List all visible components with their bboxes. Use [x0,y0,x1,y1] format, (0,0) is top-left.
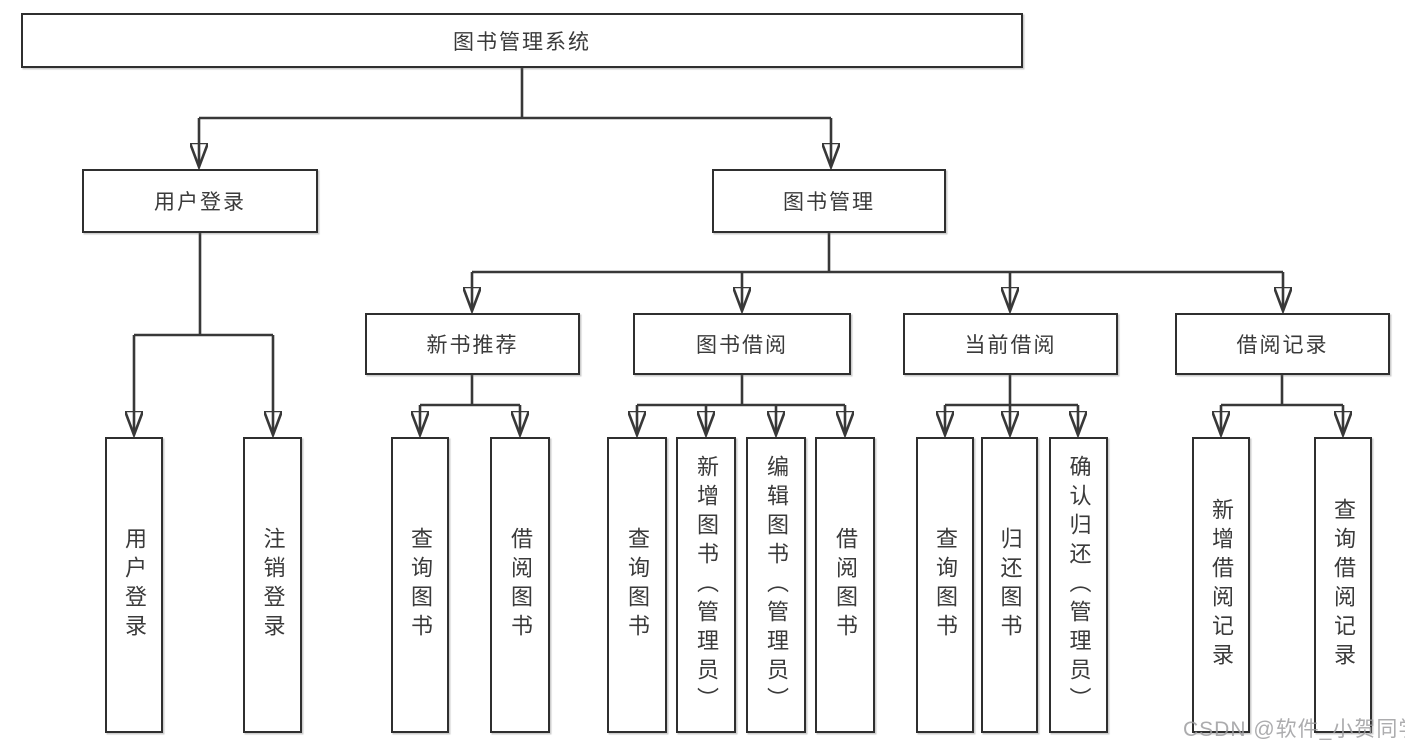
leaf-records-add-record: 新增借阅记录 [1192,437,1250,733]
leaf-borrow-query-books: 查询图书 [607,437,667,733]
node-user-login: 用户登录 [82,169,318,233]
node-library-management-system: 图书管理系统 [21,13,1023,68]
node-new-book-recommend: 新书推荐 [365,313,580,375]
leaf-current-query-books: 查询图书 [916,437,974,733]
node-book-management: 图书管理 [712,169,946,233]
node-borrow-records: 借阅记录 [1175,313,1390,375]
node-current-borrow: 当前借阅 [903,313,1118,375]
leaf-user-login: 用户登录 [105,437,163,733]
leaf-borrow-borrow-books: 借阅图书 [815,437,875,733]
leaf-logout: 注销登录 [243,437,302,733]
leaf-borrow-add-books-admin: 新增图书（管理员） [676,437,736,733]
node-book-borrow: 图书借阅 [633,313,851,375]
leaf-borrow-edit-books-admin: 编辑图书（管理员） [746,437,806,733]
leaf-current-confirm-return-admin: 确认归还（管理员） [1049,437,1108,733]
leaf-recommend-query-books: 查询图书 [391,437,449,733]
leaf-recommend-borrow-books: 借阅图书 [490,437,550,733]
watermark: CSDN @软件_小贺同学 [1183,718,1405,741]
leaf-current-return-books: 归还图书 [981,437,1038,733]
leaf-records-query-record: 查询借阅记录 [1314,437,1372,733]
